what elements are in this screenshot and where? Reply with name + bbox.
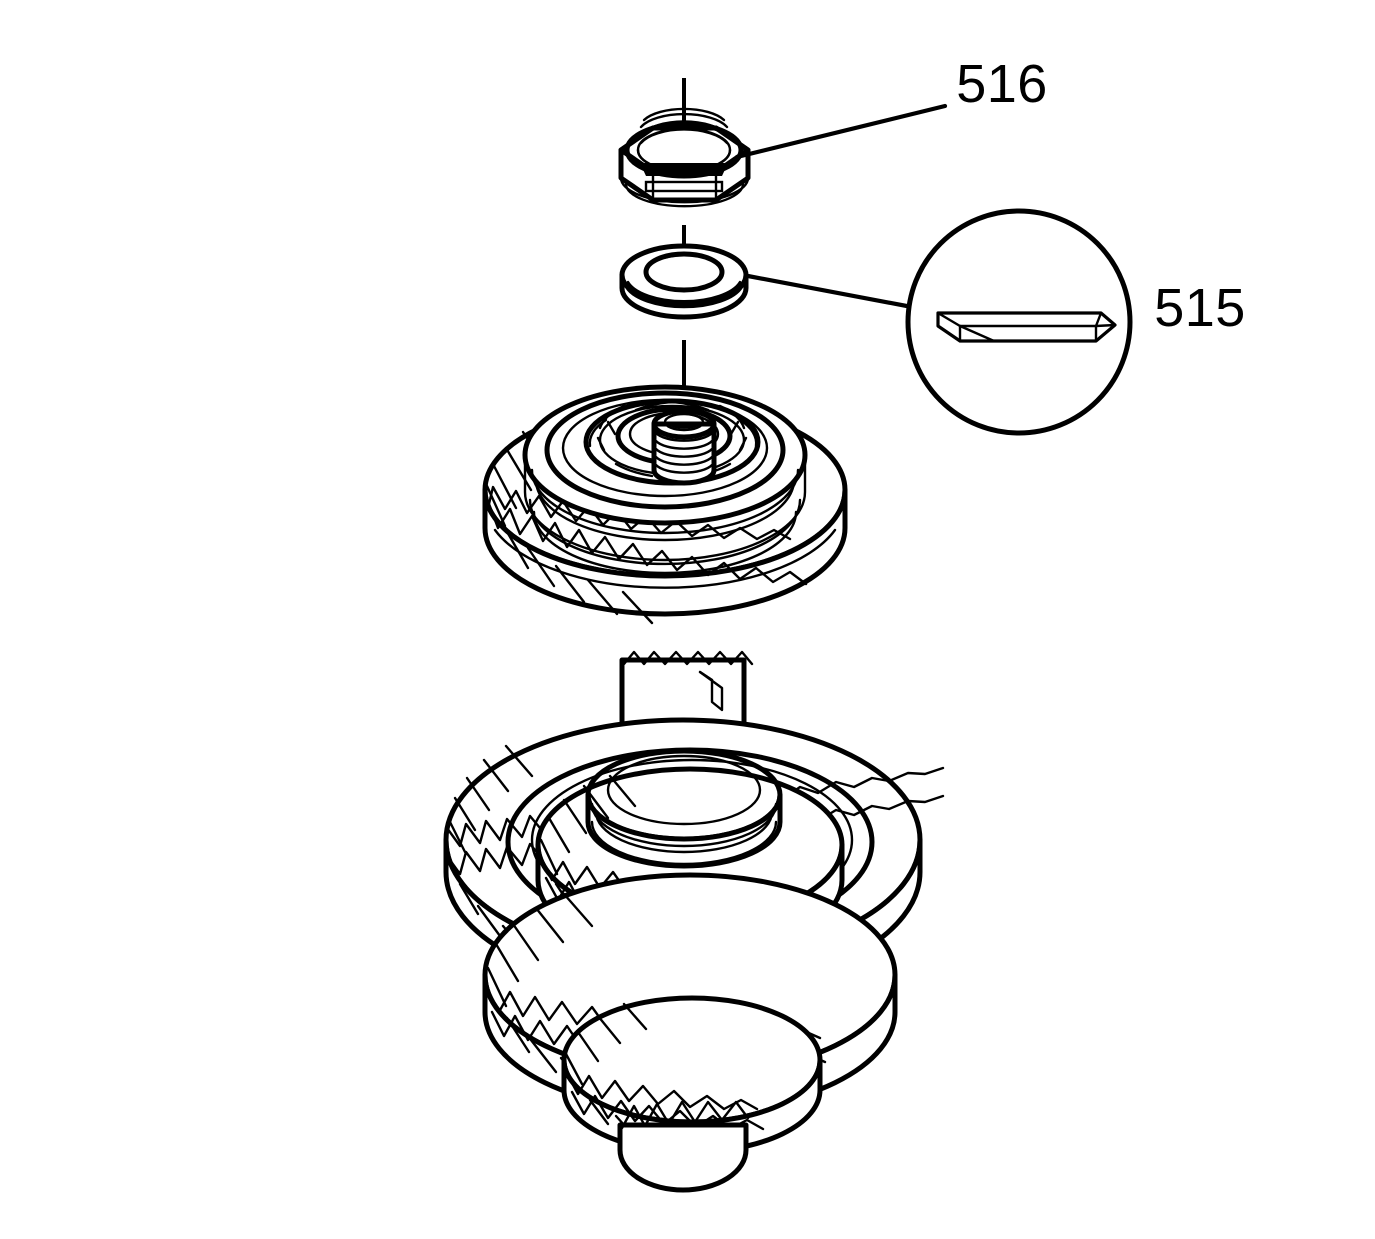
threaded-shaft-boss	[651, 408, 717, 486]
shaft-stub	[617, 1100, 750, 1193]
upper-helical-gear	[482, 384, 848, 625]
leader-line-516	[734, 103, 948, 160]
leader-line-515	[745, 273, 915, 310]
detail-callout-circle	[905, 208, 1133, 436]
reference-label-515: 515	[1154, 278, 1246, 338]
leader-lines	[734, 103, 948, 310]
reference-label-516: 516	[956, 54, 1048, 114]
thrust-washer-shim	[619, 243, 749, 320]
lower-helical-gear	[482, 872, 898, 1155]
shim-cross-section	[936, 311, 1117, 343]
hex-nut	[618, 107, 751, 208]
